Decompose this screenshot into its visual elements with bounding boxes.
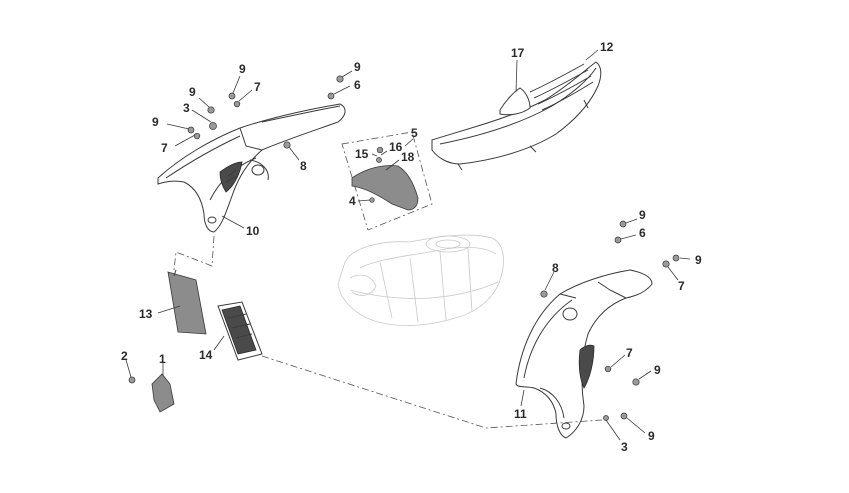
callout-3: 3 — [621, 440, 628, 454]
left-shroud-hardware — [187, 75, 344, 149]
callout-3: 3 — [183, 101, 190, 115]
callout-7: 7 — [678, 279, 685, 293]
callout-9: 9 — [695, 253, 702, 267]
leader-lines — [125, 49, 691, 441]
callout-16: 16 — [389, 140, 403, 154]
callout-7: 7 — [254, 80, 261, 94]
callout-8: 8 — [300, 159, 307, 173]
callout-1: 1 — [159, 352, 166, 366]
callout-7: 7 — [161, 141, 168, 155]
callout-14: 14 — [199, 348, 213, 362]
callout-8: 8 — [552, 261, 559, 275]
callout-13: 13 — [139, 307, 153, 321]
callout-17: 17 — [511, 46, 525, 60]
side-panel-subassembly — [341, 131, 433, 231]
callout-18: 18 — [401, 150, 415, 164]
callout-9: 9 — [639, 208, 646, 222]
callout-7: 7 — [626, 346, 633, 360]
assembly-guide-lines — [173, 235, 603, 429]
callout-labels: 17 12 9 9 9 9 7 6 3 7 8 5 15 16 18 4 10 … — [121, 40, 702, 454]
callout-12: 12 — [600, 40, 614, 54]
left-radiator-shroud — [157, 103, 346, 233]
right-shroud-hardware — [540, 220, 680, 421]
callout-5: 5 — [411, 126, 418, 140]
right-radiator-shroud — [515, 269, 653, 439]
fuel-tank-ghost — [337, 234, 504, 326]
callout-2: 2 — [121, 349, 128, 363]
callout-6: 6 — [354, 78, 361, 92]
callout-9: 9 — [354, 60, 361, 74]
bracket-part — [128, 373, 175, 413]
callout-15: 15 — [355, 147, 369, 161]
callout-9: 9 — [239, 62, 246, 76]
callout-11: 11 — [514, 407, 527, 421]
callout-9: 9 — [654, 363, 661, 377]
callout-10: 10 — [246, 224, 260, 238]
radiator-grille-right — [217, 301, 263, 361]
callout-4: 4 — [349, 194, 356, 208]
callout-6: 6 — [639, 226, 646, 240]
callout-9: 9 — [189, 85, 196, 99]
radiator-grille-left — [167, 269, 207, 335]
seat-part — [431, 61, 602, 171]
callout-9: 9 — [648, 429, 655, 443]
callout-9: 9 — [152, 115, 159, 129]
